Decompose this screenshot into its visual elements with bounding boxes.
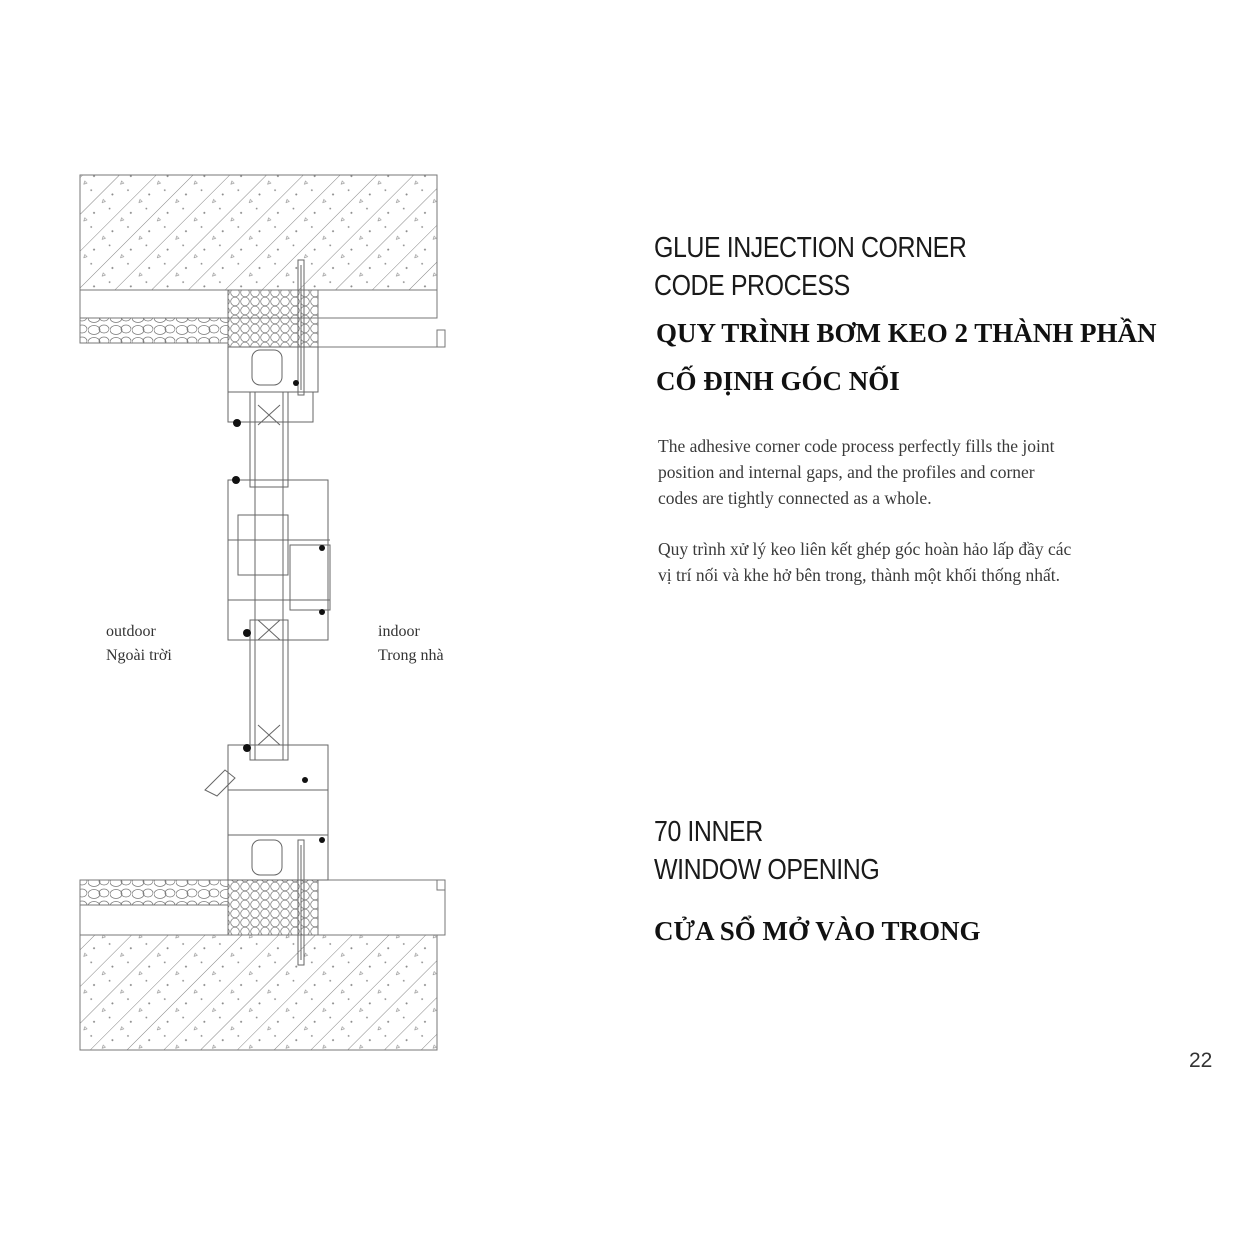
heading-line: CODE PROCESS — [654, 270, 850, 302]
page-number: 22 — [1189, 1049, 1213, 1072]
outdoor-label-vn: Ngoài trời — [106, 647, 172, 664]
outdoor-label-en: outdoor — [106, 623, 156, 640]
heading-line: 70 INNER — [654, 816, 763, 848]
indoor-label-vn: Trong nhà — [378, 647, 444, 664]
heading-vn-inner-window: CỬA SỔ MỞ VÀO TRONG — [654, 916, 981, 946]
heading-vn-line1: QUY TRÌNH BƠM KEO 2 THÀNH PHẦN — [656, 318, 1157, 348]
indoor-label-en: indoor — [378, 623, 420, 640]
description-en: The adhesive corner code process perfect… — [658, 433, 1055, 511]
heading-line: WINDOW OPENING — [654, 854, 880, 886]
window-frame-profiles — [204, 259, 331, 966]
heading-glue-injection: GLUE INJECTION CORNER CODE PROCESS — [654, 229, 967, 305]
paragraph-line: codes are tightly connected as a whole. — [658, 488, 932, 508]
top-wall — [79, 174, 446, 348]
gaskets — [232, 380, 325, 843]
bottom-wall — [79, 879, 446, 1051]
heading-line: GLUE INJECTION CORNER — [654, 232, 967, 264]
indoor-label: indoor Trong nhà — [378, 620, 444, 668]
paragraph-line: vị trí nối và khe hở bên trong, thành mộ… — [658, 565, 1060, 585]
paragraph-line: position and internal gaps, and the prof… — [658, 462, 1035, 482]
description-vn: Quy trình xử lý keo liên kết ghép góc ho… — [658, 536, 1071, 588]
paragraph-line: The adhesive corner code process perfect… — [658, 436, 1055, 456]
outdoor-label: outdoor Ngoài trời — [106, 620, 172, 668]
heading-inner-window: 70 INNER WINDOW OPENING — [654, 813, 880, 889]
paragraph-line: Quy trình xử lý keo liên kết ghép góc ho… — [658, 539, 1072, 559]
heading-vn-line2: CỐ ĐỊNH GÓC NỐI — [656, 366, 900, 396]
